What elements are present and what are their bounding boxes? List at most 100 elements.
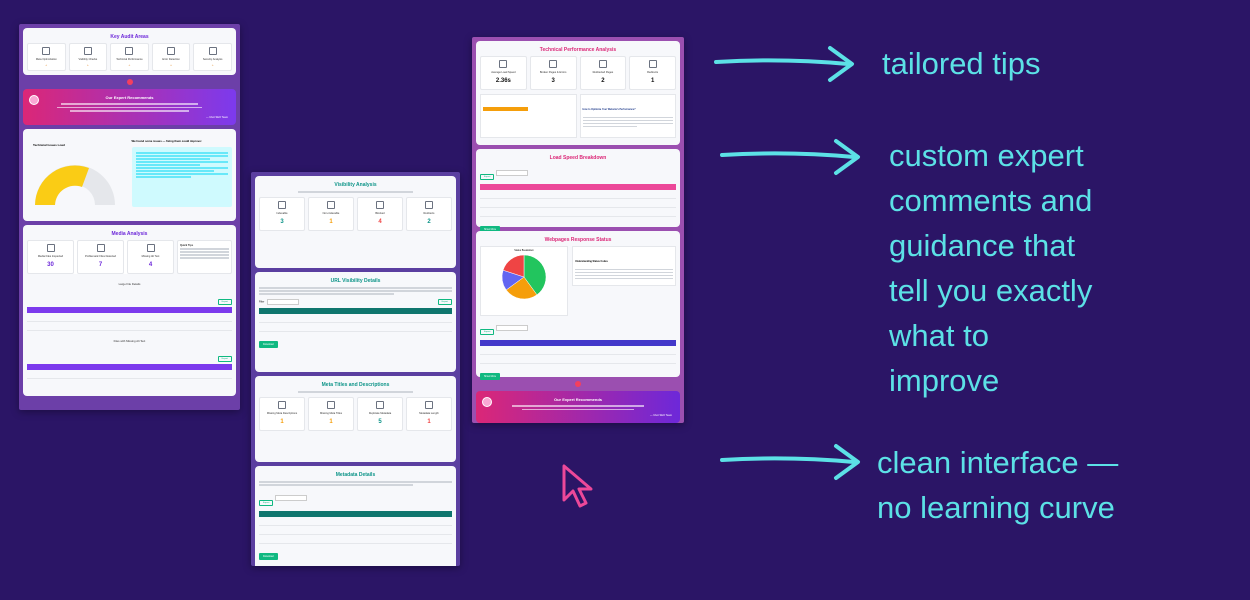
stat-icon bbox=[549, 60, 558, 68]
stat-label: Metadata Length bbox=[419, 411, 439, 415]
warning-icon: ⚠ bbox=[86, 65, 89, 67]
export-load-button[interactable]: Export bbox=[480, 174, 495, 180]
export-status-button[interactable]: Export bbox=[480, 329, 495, 335]
stat-icon bbox=[208, 47, 217, 55]
annotation-tailored-tips: tailored tips bbox=[882, 41, 1041, 86]
export-button-2[interactable]: Export bbox=[217, 355, 232, 362]
technical-issues-card: Technical Issues Load We found some issu… bbox=[23, 128, 236, 221]
stat-label: Media Files Inspected bbox=[37, 254, 64, 258]
stat-icon bbox=[278, 400, 286, 409]
export-button[interactable]: Export bbox=[217, 298, 232, 305]
optimize-tips: How to Optimize Your Website's Performan… bbox=[579, 94, 676, 138]
stat-card: Missing Meta Titles 1 bbox=[308, 396, 354, 431]
stat-value: 1 bbox=[329, 218, 333, 225]
stat-label: Meta Optimization bbox=[35, 58, 57, 61]
meta-title: Meta Titles and Descriptions bbox=[321, 382, 390, 388]
key-audit-areas-card: Key Audit Areas Meta Optimization⚠Visibi… bbox=[23, 28, 236, 75]
stat-label: Technical Performance bbox=[116, 58, 143, 61]
stat-value: 1 bbox=[329, 418, 333, 425]
status-filter[interactable] bbox=[496, 324, 529, 331]
stat-icon bbox=[598, 60, 607, 68]
url-title: URL Visibility Details bbox=[330, 278, 381, 284]
expert-signature-2: — Ubot SEO Team bbox=[649, 414, 672, 417]
stat-label: Missing Meta Descriptions bbox=[266, 411, 298, 415]
chart-title: Status Breakdown bbox=[514, 249, 534, 252]
stat-card: Visibility Checks ⚠ bbox=[68, 43, 108, 71]
load-show-more[interactable]: Show More bbox=[480, 226, 501, 233]
key-audit-title: Key Audit Areas bbox=[110, 34, 149, 40]
stat-card: Blocked 4 bbox=[357, 196, 403, 231]
stat-value: 2 bbox=[427, 218, 431, 225]
response-title: Webpages Response Status bbox=[544, 237, 612, 243]
issues-gauge bbox=[35, 164, 115, 205]
stat-card: Technical Performance⚠ bbox=[110, 43, 149, 71]
metadata-details-title: Metadata Details bbox=[335, 472, 376, 478]
status-codes-title: Understanding Status Codes bbox=[575, 260, 608, 263]
quick-tips-title: Quick Tips bbox=[180, 243, 194, 247]
stat-card: Average Load Speed 2.36s bbox=[480, 56, 527, 90]
tech-title: Technical Performance Analysis bbox=[539, 47, 617, 53]
load-speed-card: Load Speed Breakdown Export Show More bbox=[476, 149, 680, 233]
stat-icon bbox=[327, 200, 335, 209]
pie-slice-500 bbox=[502, 254, 525, 278]
stat-card: Missing Meta Descriptions 1 bbox=[259, 396, 305, 431]
stat-label: Missing Meta Titles bbox=[319, 411, 343, 415]
divider-badge bbox=[126, 79, 133, 85]
stat-value: 5 bbox=[378, 418, 382, 425]
annotation-expert-comments: custom expert comments and guidance that… bbox=[889, 133, 1092, 403]
stat-label: Indexable bbox=[276, 211, 288, 215]
stat-icon bbox=[125, 47, 134, 55]
meta-filter[interactable] bbox=[275, 495, 308, 502]
url-table bbox=[259, 307, 452, 332]
export-url-button[interactable]: Export bbox=[437, 298, 452, 305]
filter-select[interactable]: Filter bbox=[259, 298, 299, 305]
stat-icon bbox=[376, 200, 384, 209]
stat-label: Security Analysis bbox=[202, 58, 223, 61]
warning-icon: ⚠ bbox=[45, 65, 48, 67]
pie-slice-200 bbox=[523, 254, 547, 296]
response-table bbox=[480, 340, 676, 364]
cursor-icon bbox=[562, 464, 593, 508]
stat-label: Blocked bbox=[375, 211, 385, 215]
technical-panel: Technical Performance Analysis Average L… bbox=[472, 37, 684, 423]
expert-avatar-2 bbox=[482, 397, 492, 407]
export-meta-button[interactable]: Export bbox=[259, 499, 274, 506]
stat-value: 2.36s bbox=[495, 78, 511, 84]
stat-card: Redirects 2 bbox=[406, 196, 452, 231]
stat-value: 4 bbox=[378, 218, 382, 225]
stat-icon bbox=[425, 200, 433, 209]
load-speed-table bbox=[480, 184, 676, 217]
status-chart: Status Breakdown bbox=[480, 246, 568, 316]
download-button[interactable]: Download bbox=[259, 340, 278, 348]
gauge-section: Technical Issues Load bbox=[27, 133, 128, 217]
status-codes-legend: Understanding Status Codes bbox=[572, 246, 676, 286]
issues-title: We found some issues — fixing them could… bbox=[131, 138, 202, 143]
quick-tips: Quick Tips bbox=[177, 239, 232, 274]
stat-icon bbox=[425, 400, 433, 409]
large-file-table bbox=[27, 306, 232, 331]
stat-value: 1 bbox=[280, 418, 284, 425]
arrow-icon-1 bbox=[714, 46, 854, 82]
download-meta-button[interactable]: Download bbox=[259, 552, 278, 560]
stat-label: Visibility Checks bbox=[78, 58, 98, 61]
media-title: Media Analysis bbox=[111, 230, 148, 237]
stat-card: Meta Optimization ⚠ bbox=[27, 43, 66, 71]
status-show-more[interactable]: Show More bbox=[480, 373, 501, 380]
expert-recommends-banner-2: Our Expert Recommends — Ubot SEO Team bbox=[476, 391, 680, 423]
status-pie-chart bbox=[501, 254, 547, 300]
load-filter[interactable] bbox=[496, 169, 529, 176]
stat-label: Redirects bbox=[423, 211, 435, 215]
warning-icon: ⚠ bbox=[170, 65, 173, 67]
issues-list bbox=[131, 146, 232, 207]
stat-label: Average Load Speed bbox=[491, 71, 516, 74]
